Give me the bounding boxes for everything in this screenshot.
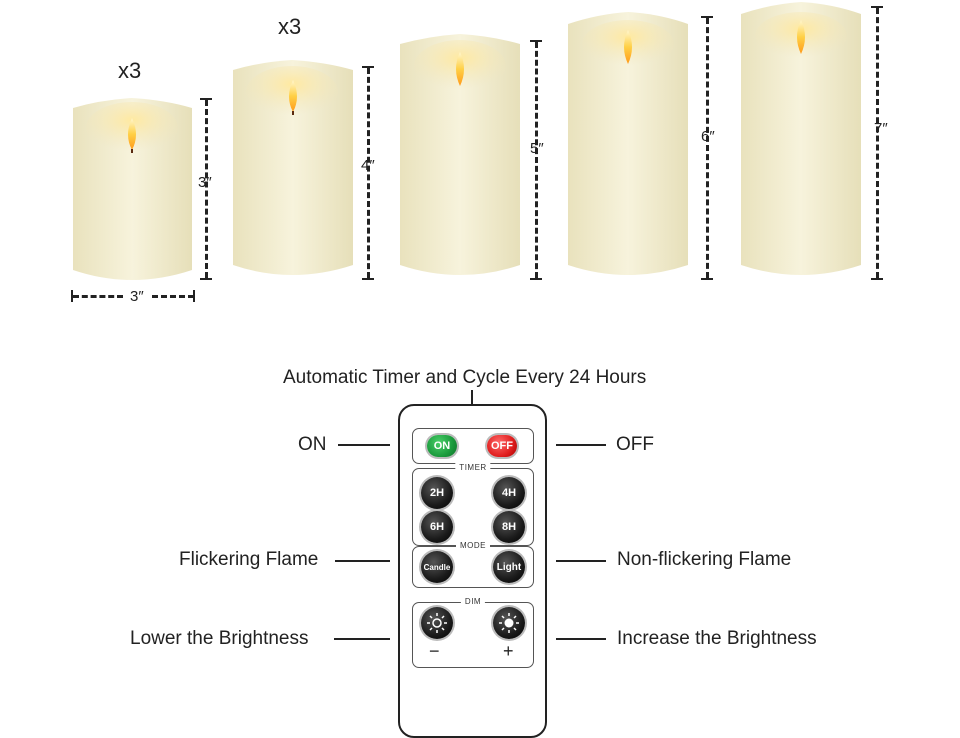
dim-tick bbox=[701, 16, 713, 18]
candle-7in bbox=[741, 2, 861, 275]
dim-line-3in bbox=[205, 100, 208, 278]
dim-tick bbox=[871, 278, 883, 280]
timer-4h-button[interactable]: 4H bbox=[493, 477, 525, 509]
dim-tick bbox=[362, 278, 374, 280]
height-4in-label: 4″ bbox=[361, 157, 375, 174]
height-6in-label: 6″ bbox=[701, 128, 715, 145]
lower-brightness-label: Lower the Brightness bbox=[130, 628, 309, 649]
timer-group: TIMER 2H 4H 6H 8H bbox=[412, 463, 534, 546]
brightness-low-icon bbox=[427, 613, 447, 633]
increase-brightness-label: Increase the Brightness bbox=[617, 628, 817, 649]
dim-tick bbox=[200, 278, 212, 280]
dim-down-button[interactable] bbox=[421, 607, 453, 639]
flicker-callout-line bbox=[335, 560, 390, 562]
quantity-label-3in: x3 bbox=[118, 58, 142, 83]
width-line-left bbox=[73, 295, 123, 298]
brightness-high-icon bbox=[499, 613, 519, 633]
dim-tick bbox=[200, 98, 212, 100]
plus-symbol: + bbox=[503, 641, 514, 661]
candle-6in bbox=[568, 12, 688, 275]
light-mode-button[interactable]: Light bbox=[493, 551, 525, 583]
height-5in-label: 5″ bbox=[530, 140, 544, 157]
height-7in-label: 7″ bbox=[874, 120, 888, 137]
candle-3in bbox=[73, 98, 192, 280]
off-button[interactable]: OFF bbox=[487, 435, 517, 457]
dim-up-button[interactable] bbox=[493, 607, 525, 639]
dim-line-6in bbox=[706, 18, 709, 278]
minus-symbol: − bbox=[429, 641, 440, 661]
mode-group: MODE Candle Light bbox=[412, 541, 534, 588]
dim-line-7in bbox=[876, 8, 879, 278]
quantity-label-4in: x3 bbox=[278, 14, 302, 39]
dim-tick bbox=[530, 40, 542, 42]
dim-tick bbox=[530, 278, 542, 280]
on-label: ON bbox=[298, 434, 327, 455]
dim-tick bbox=[71, 290, 73, 302]
dim-tick bbox=[193, 290, 195, 302]
mode-title: MODE bbox=[456, 541, 490, 550]
candle-4in bbox=[233, 60, 353, 275]
dim-group: DIM − bbox=[412, 597, 534, 668]
height-3in-label: 3″ bbox=[198, 174, 212, 191]
width-label: 3″ bbox=[130, 288, 144, 305]
timer-2h-button[interactable]: 2H bbox=[421, 477, 453, 509]
nonflicker-callout-line bbox=[556, 560, 606, 562]
remote-control: ON OFF TIMER 2H 4H 6H 8H MODE Candle Lig… bbox=[398, 404, 547, 738]
timer-title: TIMER bbox=[455, 463, 491, 472]
dim-title: DIM bbox=[460, 597, 486, 606]
on-callout-line bbox=[338, 444, 390, 446]
increase-callout-line bbox=[556, 638, 606, 640]
dim-tick bbox=[871, 6, 883, 8]
flicker-label: Flickering Flame bbox=[179, 549, 319, 570]
lower-callout-line bbox=[334, 638, 390, 640]
off-callout-line bbox=[556, 444, 606, 446]
timer-6h-button[interactable]: 6H bbox=[421, 511, 453, 543]
candle-mode-button[interactable]: Candle bbox=[421, 551, 453, 583]
dim-tick bbox=[701, 278, 713, 280]
nonflicker-label: Non-flickering Flame bbox=[617, 549, 792, 570]
timer-label: Automatic Timer and Cycle Every 24 Hours bbox=[283, 367, 647, 388]
on-button[interactable]: ON bbox=[427, 435, 457, 457]
power-group: ON OFF bbox=[412, 428, 534, 464]
width-line-right bbox=[152, 295, 194, 298]
candle-5in bbox=[400, 34, 520, 275]
timer-8h-button[interactable]: 8H bbox=[493, 511, 525, 543]
off-label: OFF bbox=[616, 434, 654, 455]
dim-line-4in bbox=[367, 68, 370, 278]
candles-illustration bbox=[73, 2, 861, 280]
dim-tick bbox=[362, 66, 374, 68]
dim-line-5in bbox=[535, 42, 538, 278]
